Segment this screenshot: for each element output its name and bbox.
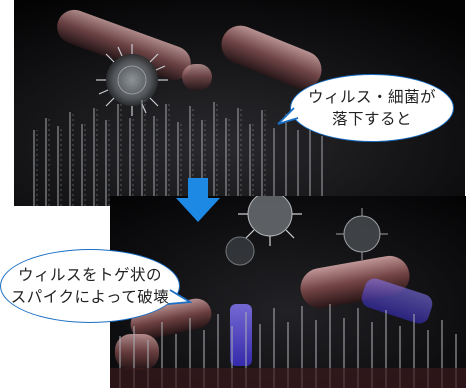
caption-bottom-line1: ウィルスをトゲ状の xyxy=(17,266,162,284)
caption-bubble-top: ウィルス・細菌が 落下すると xyxy=(290,74,454,142)
down-arrow-icon xyxy=(176,178,220,222)
caption-top-line2: 落下すると xyxy=(331,110,412,128)
caption-bubble-bottom: ウィルスをトゲ状の スパイクによって破壊 xyxy=(0,249,180,323)
caption-bottom-line2: スパイクによって破壊 xyxy=(10,288,170,306)
bacteria-icon xyxy=(57,9,322,90)
virus-icon xyxy=(96,44,168,116)
caption-top-line1: ウィルス・細菌が xyxy=(307,88,436,106)
bubble-tail-bottom xyxy=(167,289,192,305)
bottom-scene-image xyxy=(110,196,466,388)
bubble-tail-top xyxy=(277,107,299,125)
virus-icon xyxy=(238,196,302,246)
